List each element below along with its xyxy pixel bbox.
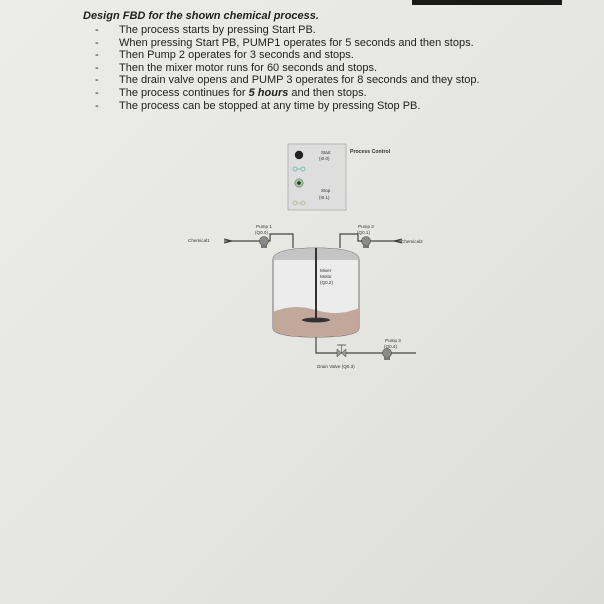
start-contact-icon (292, 166, 306, 172)
step-text-tail: and then stops. (288, 86, 367, 99)
start-label: Start (321, 150, 331, 155)
stop-button-center (297, 181, 301, 185)
pump2-icon[interactable] (361, 236, 371, 249)
pump3-label: Pump 3 (385, 338, 401, 343)
diagram-title: Process Control (350, 149, 391, 155)
list-item: - When pressing Start PB, PUMP1 operates … (95, 37, 480, 50)
list-dash: - (95, 74, 99, 87)
list-item: - The process starts by pressing Start PB… (95, 24, 480, 37)
list-item: - The drain valve opens and PUMP 3 operat… (95, 74, 480, 87)
step-text: The process can be stopped at any time b… (119, 99, 421, 112)
chemical2-label: Chemical2 (401, 239, 423, 244)
list-item: - The process can be stopped at any time … (95, 100, 480, 113)
drain-pipe (315, 337, 383, 354)
list-dash: - (95, 36, 99, 49)
stop-label: Stop (321, 188, 331, 193)
step-text: The process starts by pressing Start PB. (119, 24, 316, 36)
step-text: Then Pump 2 operates for 3 seconds and s… (119, 49, 354, 62)
process-control-diagram: Start (I0.0) Stop (I0.1) Process Control… (188, 143, 423, 369)
start-address: (I0.0) (319, 156, 330, 161)
pump2-outlet-pipe (339, 233, 362, 248)
top-black-bar (412, 0, 562, 5)
pump3-icon[interactable] (382, 348, 392, 361)
pump1-label: Pump 1 (256, 224, 272, 229)
step-text: The process continues for (119, 86, 249, 99)
step-text: Then the mixer motor runs for 60 seconds… (119, 61, 378, 74)
list-item: - Then Pump 2 operates for 3 seconds and … (95, 49, 480, 62)
pump2-label: Pump 2 (358, 224, 374, 229)
assignment-heading: Design FBD for the shown chemical proces… (83, 10, 319, 22)
stop-contact-icon (292, 200, 306, 206)
pump3-address: (Q0.4) (384, 344, 397, 349)
list-dash: - (95, 61, 99, 74)
process-steps-list: - The process starts by pressing Start PB… (95, 24, 480, 112)
pump1-icon[interactable] (259, 236, 269, 249)
start-button-icon[interactable] (294, 150, 304, 160)
drain-valve-label: Drain Valve (Q0.3) (317, 364, 355, 369)
list-item: - Then the mixer motor runs for 60 second… (95, 62, 480, 75)
drain-valve-icon[interactable] (336, 344, 347, 358)
pump1-outlet-pipe (268, 233, 294, 248)
mixer-address: (Q0.2) (320, 280, 333, 285)
stop-address: (I0.1) (319, 195, 330, 200)
mixer-label-line2: Motor (320, 274, 332, 279)
list-dash: - (95, 49, 99, 62)
step-text: When pressing Start PB, PUMP1 operates f… (119, 36, 474, 49)
pump1-address: (Q0.0) (255, 230, 268, 235)
mixer-blade-icon (302, 317, 330, 323)
step-emphasis: 5 hours (248, 86, 289, 99)
pump2-address: (Q0.1) (357, 230, 370, 235)
chemical1-label: Chemical1 (188, 238, 210, 243)
list-dash: - (95, 99, 99, 112)
list-dash: - (95, 86, 99, 99)
mixer-label-line1: Mixer (320, 268, 332, 273)
list-item: - The process continues for 5 hours and t… (95, 87, 480, 100)
list-dash: - (95, 24, 99, 36)
step-text: The drain valve opens and PUMP 3 operate… (119, 74, 480, 87)
